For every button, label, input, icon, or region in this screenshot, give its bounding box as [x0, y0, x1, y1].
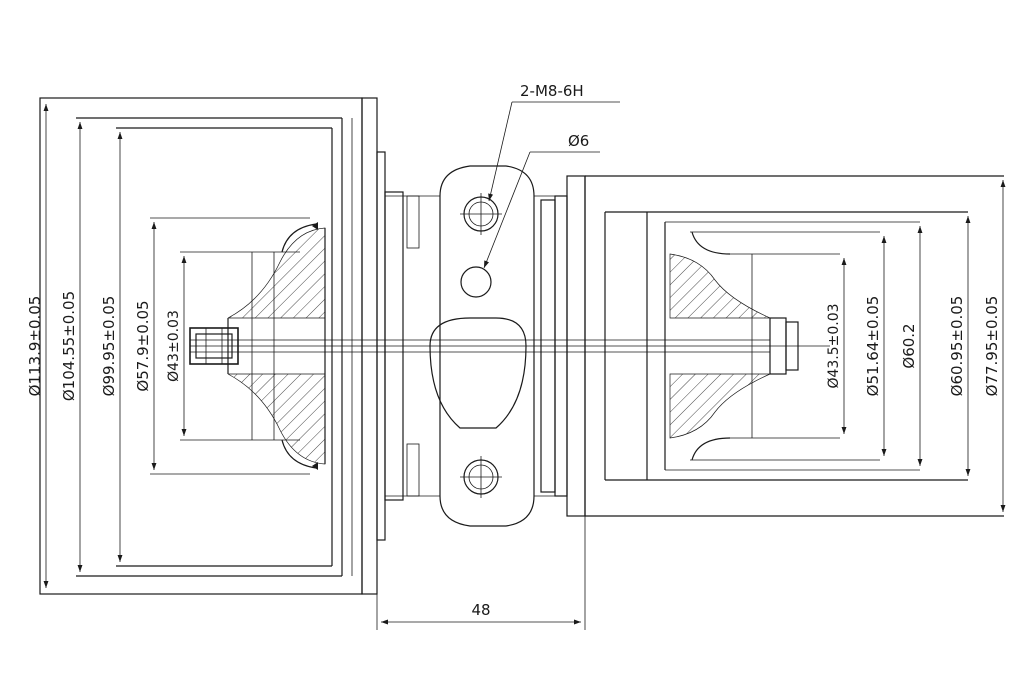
dimension-d43-5: Ø43.5±0.03: [826, 258, 847, 434]
dimension-label-d51: Ø51.64±0.05: [864, 296, 882, 397]
callout-thread: 2-M8-6H: [488, 82, 620, 202]
dimension-label-48: 48: [471, 601, 490, 619]
callout-label-pin-hole: Ø6: [568, 132, 589, 150]
dimension-d43: Ø43±0.03: [166, 256, 187, 436]
thread-hole-bottom: [460, 456, 502, 498]
turbine-wheel: [669, 231, 799, 461]
thread-hole-top: [460, 193, 502, 235]
dimension-label-d99: Ø99.95±0.05: [100, 296, 118, 397]
compressor-housing: [39, 97, 378, 595]
dimension-label-d60-2: Ø60.2: [900, 323, 918, 368]
dimension-d77: Ø77.95±0.05: [983, 180, 1006, 512]
turbine-housing: [584, 175, 1004, 517]
dimension-d57: Ø57.9±0.05: [134, 222, 157, 470]
callout-label-thread: 2-M8-6H: [520, 82, 584, 100]
dimension-length-48: 48: [376, 516, 586, 630]
dimension-label-d60-95: Ø60.95±0.05: [948, 296, 966, 397]
dimension-label-d77: Ø77.95±0.05: [983, 296, 1001, 397]
callout-pin-hole: Ø6: [483, 132, 600, 269]
dimension-label-d104: Ø104.55±0.05: [60, 291, 78, 401]
dimension-label-d57: Ø57.9±0.05: [134, 300, 152, 391]
dimension-d51: Ø51.64±0.05: [864, 236, 887, 456]
dimension-d113: Ø113.9±0.05: [26, 104, 49, 588]
dimension-label-d113: Ø113.9±0.05: [26, 296, 44, 397]
dimension-d99: Ø99.95±0.05: [100, 132, 123, 562]
compressor-nut: [189, 327, 239, 365]
dimension-d60-95: Ø60.95±0.05: [948, 216, 971, 476]
dimension-d60-2: Ø60.2: [900, 226, 923, 466]
pin-hole: [460, 266, 492, 298]
dimension-d104: Ø104.55±0.05: [60, 121, 83, 572]
bearing-housing: [376, 151, 586, 541]
dimension-label-d43: Ø43±0.03: [166, 310, 182, 382]
dimension-label-d43-5: Ø43.5±0.03: [826, 303, 842, 388]
